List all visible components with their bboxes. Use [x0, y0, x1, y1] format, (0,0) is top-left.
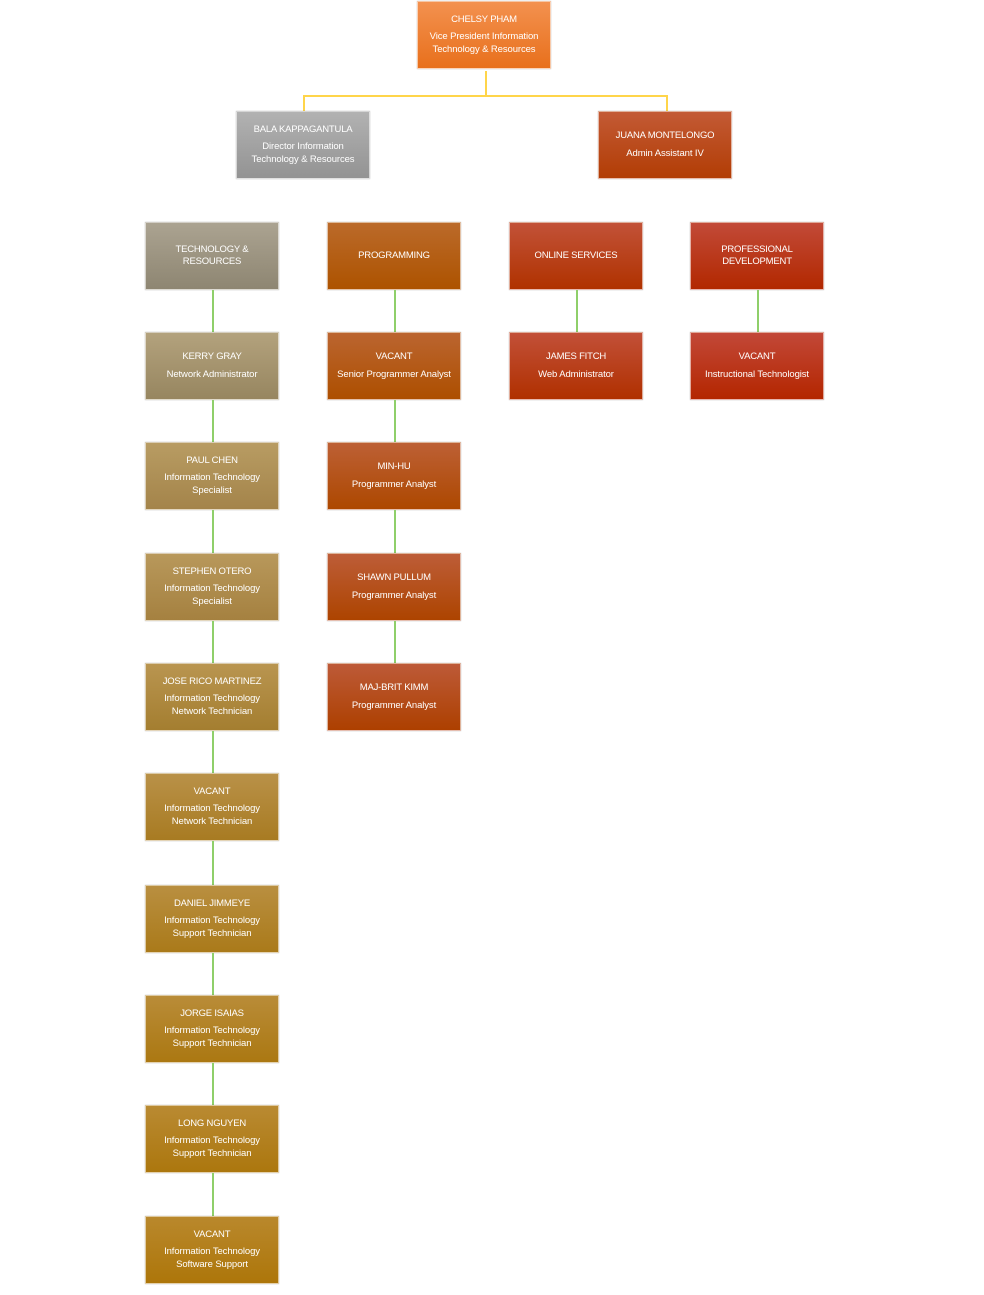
department-name: PROGRAMMING — [358, 249, 430, 261]
connector — [666, 95, 668, 112]
position-box[interactable]: VACANT Senior Programmer Analyst — [327, 332, 461, 400]
connector — [394, 400, 396, 442]
person-name: CHELSY PHAM — [451, 13, 517, 25]
person-name: VACANT — [193, 785, 231, 797]
position-box[interactable]: JAMES FITCH Web Administrator — [509, 332, 643, 400]
person-name: BALA KAPPAGANTULA — [253, 123, 353, 135]
person-title: Programmer Analyst — [351, 699, 437, 711]
person-name: VACANT — [738, 351, 776, 362]
person-title: Information Technology Network Technicia… — [164, 693, 260, 717]
connector — [212, 731, 214, 773]
connector — [212, 290, 214, 332]
position-box[interactable]: MIN-HU Programmer Analyst — [327, 442, 461, 510]
person-name: VACANT — [193, 1228, 231, 1240]
department-name: TECHNOLOGY & RESOURCES — [175, 243, 249, 268]
position-box[interactable]: VACANT Information Technology Software Su… — [145, 1216, 279, 1284]
position-box[interactable]: STEPHEN OTERO Information Technology Spec… — [145, 553, 279, 621]
connector — [212, 1173, 214, 1216]
position-box[interactable]: MAJ-BRIT KIMM Programmer Analyst — [327, 663, 461, 731]
person-title: Network Administrator — [166, 368, 258, 380]
position-box[interactable]: SHAWN PULLUM Programmer Analyst — [327, 553, 461, 621]
person-name: JORGE ISAIAS — [180, 1007, 244, 1019]
person-name: KERRY GRAY — [182, 351, 242, 362]
connector — [212, 621, 214, 663]
connector — [394, 290, 396, 332]
position-box[interactable]: VACANT Information Technology Network Tec… — [145, 773, 279, 841]
person-title: Vice President Information Technology & … — [429, 31, 539, 55]
person-title: Information Technology Specialist — [164, 472, 260, 496]
person-name: JUANA MONTELONGO — [615, 130, 715, 141]
person-title: Admin Assistant IV — [626, 147, 704, 159]
position-box[interactable]: LONG NGUYEN Information Technology Suppor… — [145, 1105, 279, 1173]
position-box[interactable]: DANIEL JIMMEYE Information Technology Sup… — [145, 885, 279, 953]
connector — [212, 841, 214, 885]
person-name: LONG NGUYEN — [177, 1117, 246, 1129]
person-name: DANIEL JIMMEYE — [173, 897, 251, 909]
person-name: MIN-HU — [377, 461, 411, 472]
person-title: Senior Programmer Analyst — [337, 368, 451, 380]
person-title: Director Information Technology & Resour… — [251, 141, 355, 165]
person-title: Information Technology Support Technicia… — [164, 1025, 260, 1049]
person-title: Programmer Analyst — [351, 478, 437, 490]
person-name: VACANT — [375, 351, 413, 362]
person-title: Instructional Technologist — [705, 368, 809, 380]
person-title: Web Administrator — [538, 368, 614, 380]
connector — [303, 95, 668, 97]
person-title: Information Technology Software Support — [164, 1246, 260, 1270]
department-box[interactable]: PROGRAMMING — [327, 222, 461, 290]
person-name: SHAWN PULLUM — [357, 572, 431, 583]
person-title: Information Technology Network Technicia… — [164, 803, 260, 827]
connector — [212, 510, 214, 553]
connector — [212, 953, 214, 995]
position-box[interactable]: JOSE RICO MARTINEZ Information Technology… — [145, 663, 279, 731]
person-title: Information Technology Support Technicia… — [164, 1135, 260, 1159]
position-box[interactable]: VACANT Instructional Technologist — [690, 332, 824, 400]
person-title: Programmer Analyst — [351, 589, 437, 601]
person-name: JAMES FITCH — [545, 351, 607, 362]
position-box[interactable]: BALA KAPPAGANTULA Director Information Te… — [236, 111, 370, 179]
connector — [394, 510, 396, 553]
position-box-top[interactable]: CHELSY PHAM Vice President Information Te… — [417, 1, 551, 69]
connector — [303, 95, 305, 112]
person-name: STEPHEN OTERO — [172, 565, 252, 577]
person-name: PAUL CHEN — [186, 454, 238, 466]
connector — [757, 290, 759, 332]
connector — [485, 71, 487, 96]
department-box[interactable]: ONLINE SERVICES — [509, 222, 643, 290]
person-name: MAJ-BRIT KIMM — [359, 682, 429, 693]
connector — [576, 290, 578, 332]
department-name: ONLINE SERVICES — [534, 249, 618, 261]
connector — [212, 400, 214, 442]
position-box[interactable]: PAUL CHEN Information Technology Speciali… — [145, 442, 279, 510]
department-box[interactable]: PROFESSIONAL DEVELOPMENT — [690, 222, 824, 290]
department-box[interactable]: TECHNOLOGY & RESOURCES — [145, 222, 279, 290]
connector — [394, 621, 396, 663]
position-box[interactable]: JUANA MONTELONGO Admin Assistant IV — [598, 111, 732, 179]
department-name: PROFESSIONAL DEVELOPMENT — [721, 243, 793, 268]
position-box[interactable]: JORGE ISAIAS Information Technology Suppo… — [145, 995, 279, 1063]
person-title: Information Technology Specialist — [164, 583, 260, 607]
connector — [212, 1063, 214, 1105]
person-name: JOSE RICO MARTINEZ — [162, 675, 262, 687]
position-box[interactable]: KERRY GRAY Network Administrator — [145, 332, 279, 400]
person-title: Information Technology Support Technicia… — [164, 915, 260, 939]
